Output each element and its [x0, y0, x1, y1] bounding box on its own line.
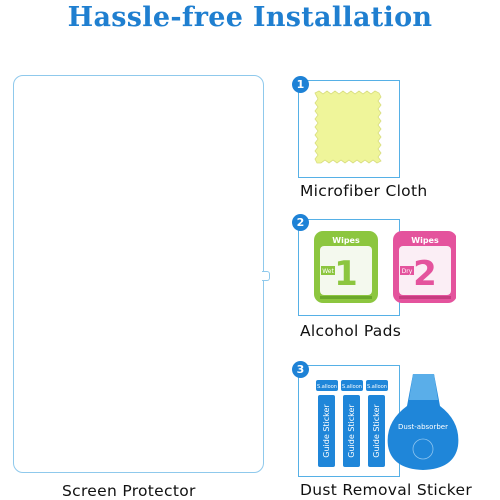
- item-box-alcohol-pads: Wipes 1 Wet Wipes 2 Dry: [298, 219, 456, 316]
- pad-number-wet: 1: [334, 254, 358, 294]
- alcohol-pads-image: Wipes 1 Wet Wipes 2 Dry: [314, 231, 456, 303]
- pad-number-dry: 2: [413, 254, 437, 294]
- dust-absorber-text: Dust-absorber: [398, 423, 448, 431]
- microfiber-cloth-image: [314, 90, 382, 164]
- screen-protector-label: Screen Protector: [62, 482, 196, 500]
- pad-header-dry: Wipes: [411, 236, 439, 245]
- dust-removal-sticker-image: S.alloon Guide Sticker S.alloon Guide St…: [316, 374, 459, 470]
- pad-tag-dry: Dry: [402, 268, 413, 275]
- item-number-badge: 2: [292, 214, 309, 231]
- page-title: Hassle-free Installation: [67, 2, 433, 33]
- item-number-badge: 1: [292, 76, 309, 93]
- alcohol-pads-label: Alcohol Pads: [300, 322, 402, 340]
- dust-removal-sticker-label: Dust Removal Sticker: [300, 481, 473, 499]
- sticker-logo: S.alloon: [367, 384, 387, 390]
- guide-sticker-text: Guide Sticker: [372, 404, 381, 458]
- item-box-dust-removal-sticker: S.alloon Guide Sticker S.alloon Guide St…: [298, 365, 459, 477]
- sticker-logo: S.alloon: [342, 384, 362, 390]
- microfiber-cloth-label: Microfiber Cloth: [300, 182, 428, 200]
- pad-header-wet: Wipes: [332, 236, 360, 245]
- sticker-logo: S.alloon: [317, 384, 337, 390]
- screen-protector-outline: [13, 75, 270, 473]
- guide-sticker-text: Guide Sticker: [322, 404, 331, 458]
- camera-notch: [262, 271, 270, 281]
- item-number-badge: 3: [292, 361, 309, 378]
- guide-sticker-text: Guide Sticker: [347, 404, 356, 458]
- item-box-microfiber-cloth: [298, 80, 400, 178]
- pad-tag-wet: Wet: [322, 268, 334, 275]
